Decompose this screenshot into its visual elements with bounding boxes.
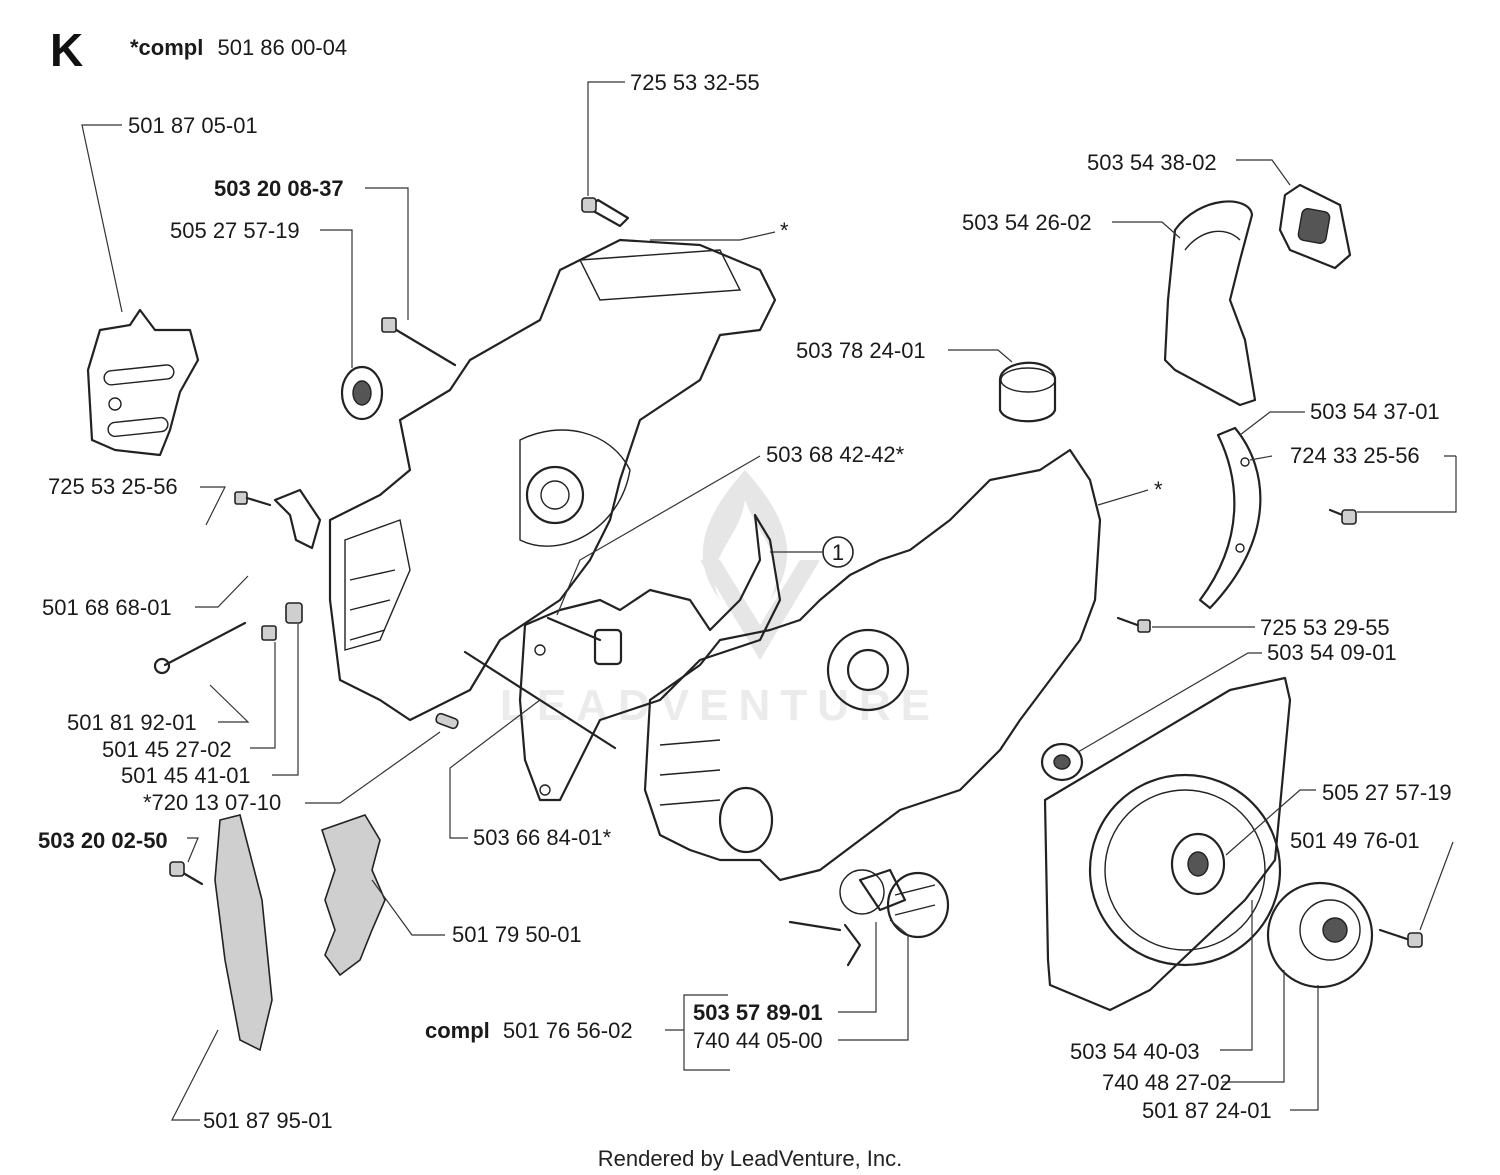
- label-503-68-42-42: 503 68 42-42*: [766, 442, 905, 467]
- label-725-53-32-55: 725 53 32-55: [630, 70, 760, 95]
- label-501-87-24-01: 501 87 24-01: [1142, 1098, 1272, 1123]
- label-compl-501-76-56-02: compl 501 76 56-02: [425, 1018, 633, 1043]
- label-503-57-89-01: 503 57 89-01: [693, 1000, 823, 1025]
- crankcase-left: [328, 238, 777, 722]
- small-plug: [1040, 742, 1084, 782]
- label-503-54-09-01: 503 54 09-01: [1267, 640, 1397, 665]
- plug: [998, 361, 1057, 423]
- label-740-44-05-00: 740 44 05-00: [693, 1028, 823, 1053]
- assembly-prefix: *compl: [130, 35, 203, 60]
- label-720-13-07-10: *720 13 07-10: [143, 790, 281, 815]
- seal-ring-right: [1170, 832, 1226, 896]
- chain-adjuster: [153, 602, 303, 675]
- watermark-text: LEADVENTURE: [500, 681, 940, 730]
- callout-1-text: 1: [832, 540, 844, 565]
- label-725-53-29-55: 725 53 29-55: [1260, 615, 1390, 640]
- part-labels: 725 53 32-55 501 87 05-01 503 20 08-37 5…: [38, 70, 1452, 1133]
- label-503-54-37-01: 503 54 37-01: [1310, 399, 1440, 424]
- label-501-87-05-01: 501 87 05-01: [128, 113, 258, 138]
- label-724-33-25-56: 724 33 25-56: [1290, 443, 1420, 468]
- seal-ring-left: [340, 365, 384, 421]
- label-501-87-95-01: 501 87 95-01: [203, 1108, 333, 1133]
- deflector: [1198, 426, 1262, 610]
- label-505-27-57-19-a: 505 27 57-19: [170, 218, 300, 243]
- label-503-78-24-01: 503 78 24-01: [796, 338, 926, 363]
- label-501-49-76-01: 501 49 76-01: [1290, 828, 1420, 853]
- bar-plate: [214, 814, 273, 1052]
- screw-503-20: [169, 861, 204, 886]
- label-501-68-68-01: 501 68 68-01: [42, 595, 172, 620]
- label-star-mid: *: [1154, 477, 1163, 502]
- chain-guide-plate: [86, 308, 200, 457]
- label-503-66-84-01: 503 66 84-01*: [473, 825, 612, 850]
- oil-pump: [788, 868, 950, 967]
- footer-credit: Rendered by LeadVenture, Inc.: [598, 1146, 903, 1171]
- callout-1: 1: [822, 536, 854, 568]
- bearing-cover: [1266, 881, 1423, 989]
- label-725-53-25-56: 725 53 25-56: [48, 474, 178, 499]
- label-501-81-92-01: 501 81 92-01: [67, 710, 197, 735]
- screw-725-29: [1116, 616, 1151, 633]
- bracket-small: [234, 488, 322, 550]
- label-503-20-02-50: 503 20 02-50: [38, 828, 168, 853]
- long-bolt: [381, 317, 457, 367]
- crankcase-right: [643, 448, 1102, 882]
- clutch-cover: [1043, 676, 1292, 1012]
- duct-gasket: [1278, 183, 1352, 270]
- label-501-45-41-01: 501 45 41-01: [121, 763, 251, 788]
- watermark-logo: LEADVENTURE: [500, 470, 940, 730]
- leader-lines: [81, 81, 1457, 1121]
- assembly-number: *compl 501 86 00-04: [130, 35, 347, 60]
- label-compl-prefix: compl: [425, 1018, 490, 1043]
- gasket: [518, 513, 782, 802]
- label-501-45-27-02: 501 45 27-02: [102, 737, 232, 762]
- label-star-top: *: [780, 218, 789, 243]
- pin: [435, 712, 459, 730]
- label-740-48-27-02: 740 48 27-02: [1102, 1070, 1232, 1095]
- screw-top: [581, 197, 630, 228]
- assembly-number-value: 501 86 00-04: [217, 35, 347, 60]
- felling-spike: [320, 814, 386, 977]
- section-letter: K: [50, 24, 83, 76]
- label-503-54-40-03: 503 54 40-03: [1070, 1039, 1200, 1064]
- label-505-27-57-19-b: 505 27 57-19: [1322, 780, 1452, 805]
- label-503-20-08-37: 503 20 08-37: [214, 176, 344, 201]
- air-duct: [1163, 200, 1257, 407]
- label-503-54-38-02: 503 54 38-02: [1087, 150, 1217, 175]
- label-501-79-50-01: 501 79 50-01: [452, 922, 582, 947]
- label-503-54-26-02: 503 54 26-02: [962, 210, 1092, 235]
- screw-724: [1328, 508, 1357, 525]
- label-501-76-56-02: 501 76 56-02: [503, 1018, 633, 1043]
